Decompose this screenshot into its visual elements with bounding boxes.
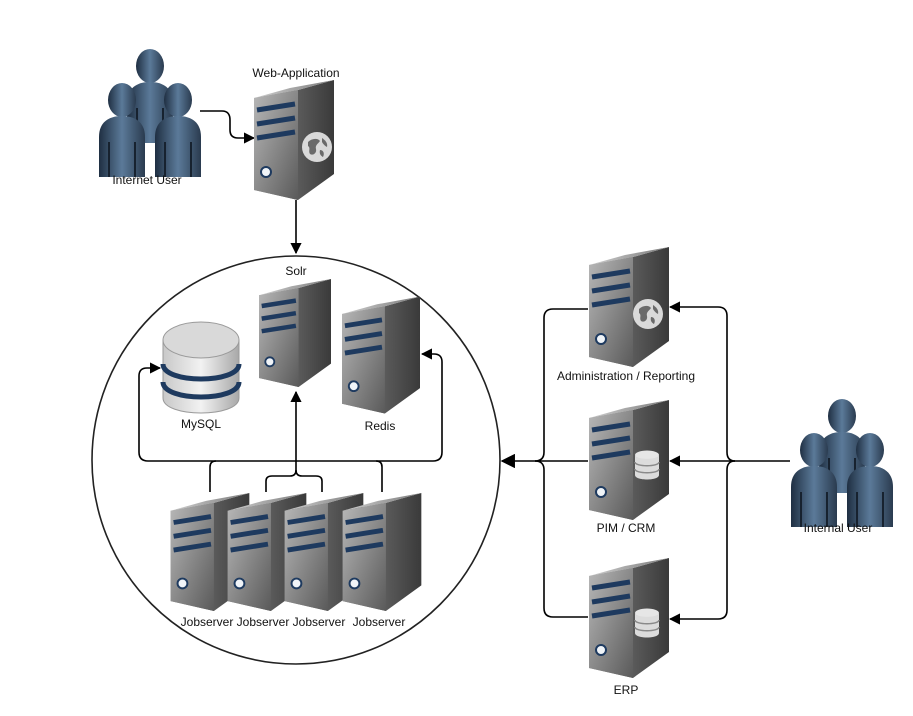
edge-admin-to-cluster <box>534 308 588 462</box>
internal-user-label: Internal User <box>803 521 873 535</box>
web-application-web-server-icon <box>254 80 334 200</box>
jobserver-2-label: Jobserver <box>236 615 290 629</box>
edge-jobservers-to-solr <box>265 390 302 492</box>
internet-user-users-group-icon <box>99 49 201 177</box>
internal-user-users-group-icon <box>791 399 893 527</box>
edge-internet-user-to-web-application <box>200 110 256 144</box>
mysql-database-icon <box>160 321 242 414</box>
admin-reporting-label: Administration / Reporting <box>556 369 696 383</box>
web-application-label: Web-Application <box>252 66 340 80</box>
pim-crm-database-server-icon <box>589 400 669 520</box>
redis-server-icon <box>342 297 420 414</box>
connectors <box>138 110 790 625</box>
pim-crm-label: PIM / CRM <box>596 521 656 535</box>
jobserver-4-label: Jobserver <box>352 615 406 629</box>
internet-user-label: Internet User <box>112 173 182 187</box>
redis-label: Redis <box>364 419 396 433</box>
jobserver-server-icons <box>171 493 422 611</box>
admin-reporting-web-server-icon <box>589 247 669 367</box>
backend-cluster-circle <box>91 255 501 665</box>
solr-server-icon <box>259 279 331 387</box>
edge-internal-user-to-admin <box>668 301 736 462</box>
edge-jobservers-solr-brace <box>295 469 323 492</box>
solr-label: Solr <box>285 264 307 278</box>
erp-label: ERP <box>613 683 639 697</box>
edge-erp-to-cluster <box>534 460 588 618</box>
mysql-label: MySQL <box>180 417 222 431</box>
jobserver-1-label: Jobserver <box>180 615 234 629</box>
edge-internal-user-to-erp <box>668 460 736 625</box>
jobserver-4-server-icon <box>343 493 422 611</box>
edge-jobservers-to-mysql <box>138 362 216 462</box>
jobserver-3-label: Jobserver <box>292 615 346 629</box>
erp-database-server-icon <box>589 558 669 678</box>
edge-jobservers-to-redis <box>376 348 443 462</box>
